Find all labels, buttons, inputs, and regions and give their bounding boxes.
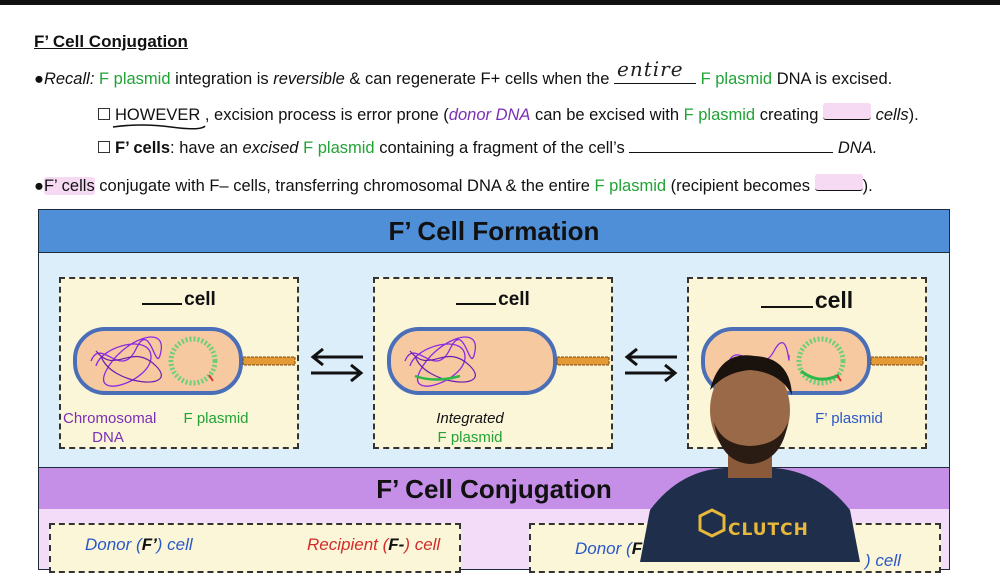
text-segment: ). (862, 177, 873, 195)
bacterium-icon (387, 327, 610, 395)
page-title: F’ Cell Conjugation (34, 32, 188, 51)
card-label: cell (689, 287, 925, 314)
recall-label: Recall: (43, 70, 95, 88)
answer-blank (629, 138, 834, 153)
donor-cell-label: Donor (F’) cell (85, 535, 193, 554)
f-plasmid-term: F plasmid (594, 177, 667, 195)
text-segment: (recipient becomes (666, 177, 815, 195)
f-plasmid-term: F plasmid (99, 70, 171, 88)
f-prime-cells-term: F’ cells (43, 177, 95, 195)
text-segment: : have an (170, 139, 243, 157)
reversible-term: reversible (273, 70, 345, 88)
f-prime-plasmid-caption: F’ plasmid (815, 410, 883, 427)
checkbox-square-icon (98, 108, 110, 120)
label-blank (456, 287, 497, 305)
f-plasmid-term: F plasmid (683, 106, 756, 124)
text-segment: integration is (170, 70, 274, 88)
cells-term: cells (875, 106, 909, 124)
f-plasmid-caption: F plasmid (183, 410, 249, 427)
equilibrium-arrows-icon (624, 347, 678, 383)
excised-term: excised (242, 139, 299, 157)
text-segment: & can regenerate F+ cells when the (344, 70, 614, 88)
text-segment: , excision process is error prone ( (204, 106, 449, 124)
formation-section: cell Chromosomal DNA F plasmid cell (38, 253, 950, 468)
cell-card-f-plus: cell Chromosomal DNA F plasmid (59, 277, 299, 449)
cell-card-hfr: cell Integrated F plasmid (373, 277, 613, 449)
sub-line-f-prime-cells: F’ cells: have an excised F plasmid cont… (98, 138, 877, 158)
however-term: HOWEVER (112, 106, 206, 130)
checkbox-square-icon (98, 141, 110, 153)
text-segment: containing a fragment of the cell’s (374, 139, 630, 157)
f-prime-cells-term: F’ cells (115, 139, 171, 157)
bullet: ● (34, 177, 44, 195)
sub-line-however: HOWEVER , excision process is error pron… (98, 103, 919, 130)
text-segment: DNA is excised. (772, 70, 893, 88)
cell-label-partial: ) cell (865, 551, 901, 570)
formation-banner: F’ Cell Formation (38, 209, 950, 253)
bullet-line-conjugate: ●F’ cells conjugate with F– cells, trans… (34, 174, 873, 196)
text-segment: conjugate with F– cells, transferring ch… (94, 177, 595, 195)
text-segment: can be excised with (530, 106, 684, 124)
top-bar (0, 0, 1000, 5)
donor-cell-label-2: Donor (F’ (575, 539, 647, 558)
text-segment: creating (755, 106, 823, 124)
card-label: cell (375, 287, 611, 311)
f-plasmid-term: F plasmid (303, 139, 375, 157)
bacterium-icon (73, 327, 296, 395)
f-plasmid-term: F plasmid (700, 70, 773, 88)
conjugation-banner-title: F’ Cell Conjugation (376, 473, 612, 504)
donor-dna-term: donor DNA (448, 106, 531, 124)
equilibrium-arrows-icon (310, 347, 364, 383)
answer-blank (814, 174, 863, 191)
chromosomal-dna-caption: Chromosomal DNA (63, 410, 157, 446)
presenter-video-overlay (640, 355, 860, 562)
text-segment: ). (908, 106, 919, 124)
bullet-line-recall: ●Recall: F plasmid integration is revers… (34, 57, 893, 89)
dna-term: DNA. (837, 139, 878, 157)
card-label: cell (61, 287, 297, 311)
answer-blank (823, 103, 871, 120)
answer-blank-filled: entire (614, 57, 696, 84)
bullet: ● (34, 70, 44, 88)
label-blank (142, 287, 183, 305)
clutch-logo: CLUTCH (728, 520, 809, 540)
label-blank (760, 290, 813, 308)
formation-banner-title: F’ Cell Formation (388, 215, 600, 246)
handwritten-answer: entire (617, 57, 684, 81)
underline-scribble-icon (112, 124, 206, 130)
integrated-f-plasmid-caption: Integrated F plasmid (436, 410, 504, 446)
recipient-cell-label: Recipient (F-) cell (307, 535, 441, 554)
